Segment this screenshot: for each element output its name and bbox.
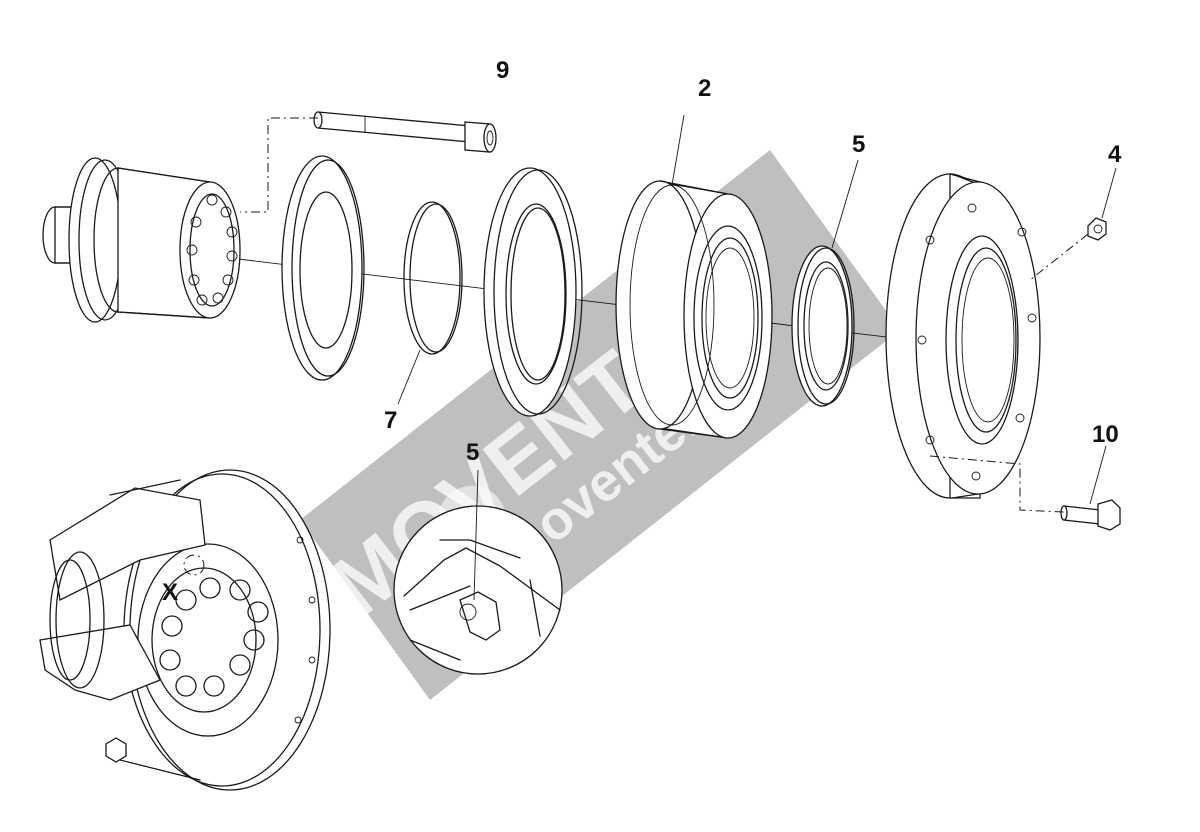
detail-x-label: X (162, 579, 178, 606)
snap-ring-7-part (397, 201, 463, 405)
cover-flange-part (885, 173, 1041, 499)
bolt-10-part (929, 445, 1121, 531)
seal-5-part (791, 159, 859, 407)
thrust-washer-part (281, 155, 365, 381)
nut-4-part (1029, 167, 1117, 281)
cutaway-bolt-circle (159, 577, 269, 697)
callout-5-detail: 5 (466, 439, 479, 466)
callout-7: 7 (384, 407, 397, 434)
callout-9: 9 (496, 57, 509, 84)
hub-shaft-part (42, 157, 241, 323)
detail-x-marker-circle (183, 554, 205, 576)
callout-5-seal: 5 (852, 131, 865, 158)
callout-4: 4 (1108, 141, 1122, 168)
callout-2: 2 (698, 75, 711, 102)
bolt-hole-ring (186, 194, 238, 306)
assembled-cutaway-view (39, 469, 331, 791)
flange-bolt-holes (917, 203, 1037, 481)
bolt-9-part (240, 111, 497, 213)
callout-labels: 9 2 5 4 7 10 5 X (162, 57, 1122, 606)
detail-x-magnified (393, 469, 563, 675)
callout-10: 10 (1092, 421, 1119, 448)
thrust-plate-part (483, 167, 583, 417)
bearing-2-part (615, 114, 773, 439)
